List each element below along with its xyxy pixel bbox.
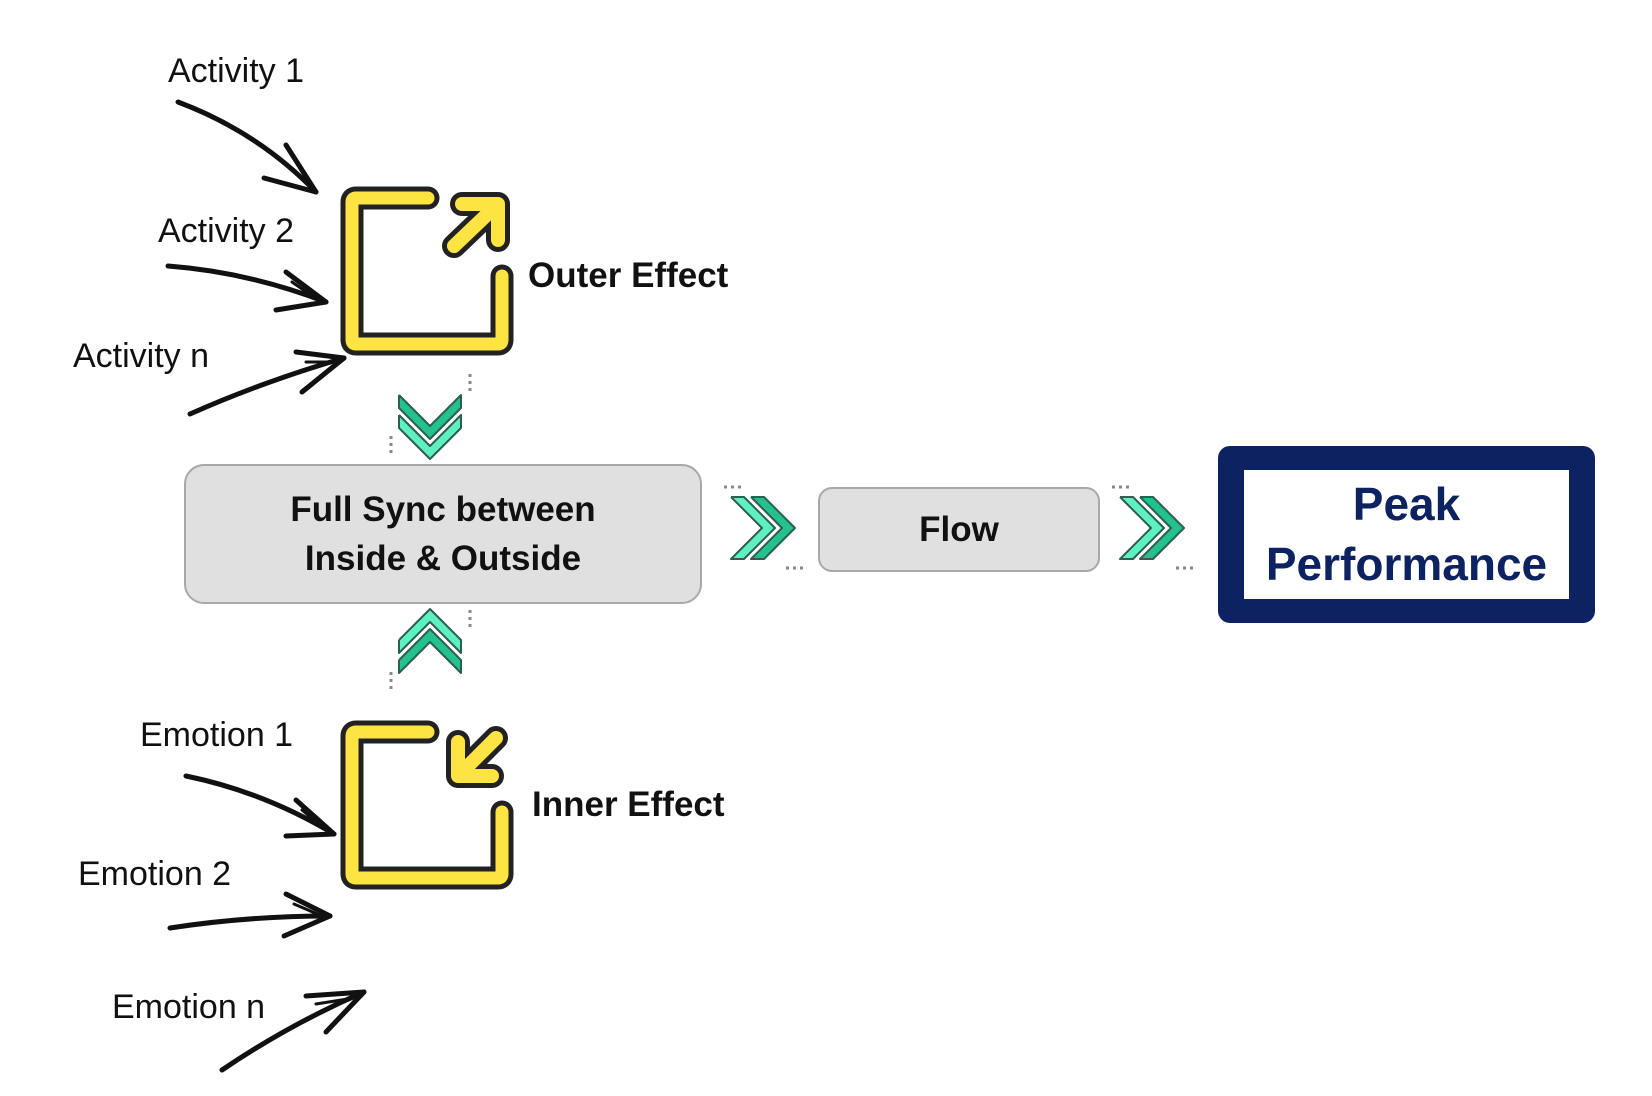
double-chevron-down-icon: [389, 374, 472, 460]
emotion-label-1: Emotion 1: [140, 716, 294, 754]
peak-performance-inner: Peak Performance: [1244, 470, 1569, 599]
flow-box: Flow: [818, 487, 1100, 572]
emotion-arrow-2: [167, 891, 333, 939]
double-chevron-up-icon: [389, 608, 472, 692]
peak-performance-line-2: Performance: [1265, 537, 1548, 590]
sync-box: Full Sync between Inside & Outside: [184, 464, 702, 604]
inner-effect-label: Inner Effect: [532, 785, 725, 824]
emotion-label-n: Emotion n: [112, 988, 266, 1026]
peak-performance-line-1: Peak: [1352, 477, 1461, 530]
expand-outward-arrow-icon: [340, 186, 514, 356]
activity-arrow-2: [165, 263, 329, 313]
double-chevron-right-icon: [1112, 485, 1196, 570]
activity-label-1: Activity 1: [168, 52, 305, 90]
peak-performance-box: Peak Performance: [1218, 446, 1595, 623]
emotion-arrow-n: [219, 989, 367, 1073]
emotion-label-2: Emotion 2: [78, 855, 232, 893]
activity-label-n: Activity n: [73, 337, 210, 375]
activity-arrow-1: [175, 99, 319, 195]
sync-box-line-2: Inside & Outside: [304, 539, 582, 578]
collapse-inward-arrow-icon: [340, 720, 514, 890]
emotion-arrow-1: [183, 773, 337, 839]
sync-box-line-1: Full Sync between: [290, 490, 596, 529]
activity-label-2: Activity 2: [158, 212, 295, 250]
double-chevron-right-icon: [724, 485, 806, 570]
flow-box-label: Flow: [919, 510, 999, 549]
activity-arrow-n: [187, 349, 347, 417]
outer-effect-label: Outer Effect: [528, 256, 729, 295]
